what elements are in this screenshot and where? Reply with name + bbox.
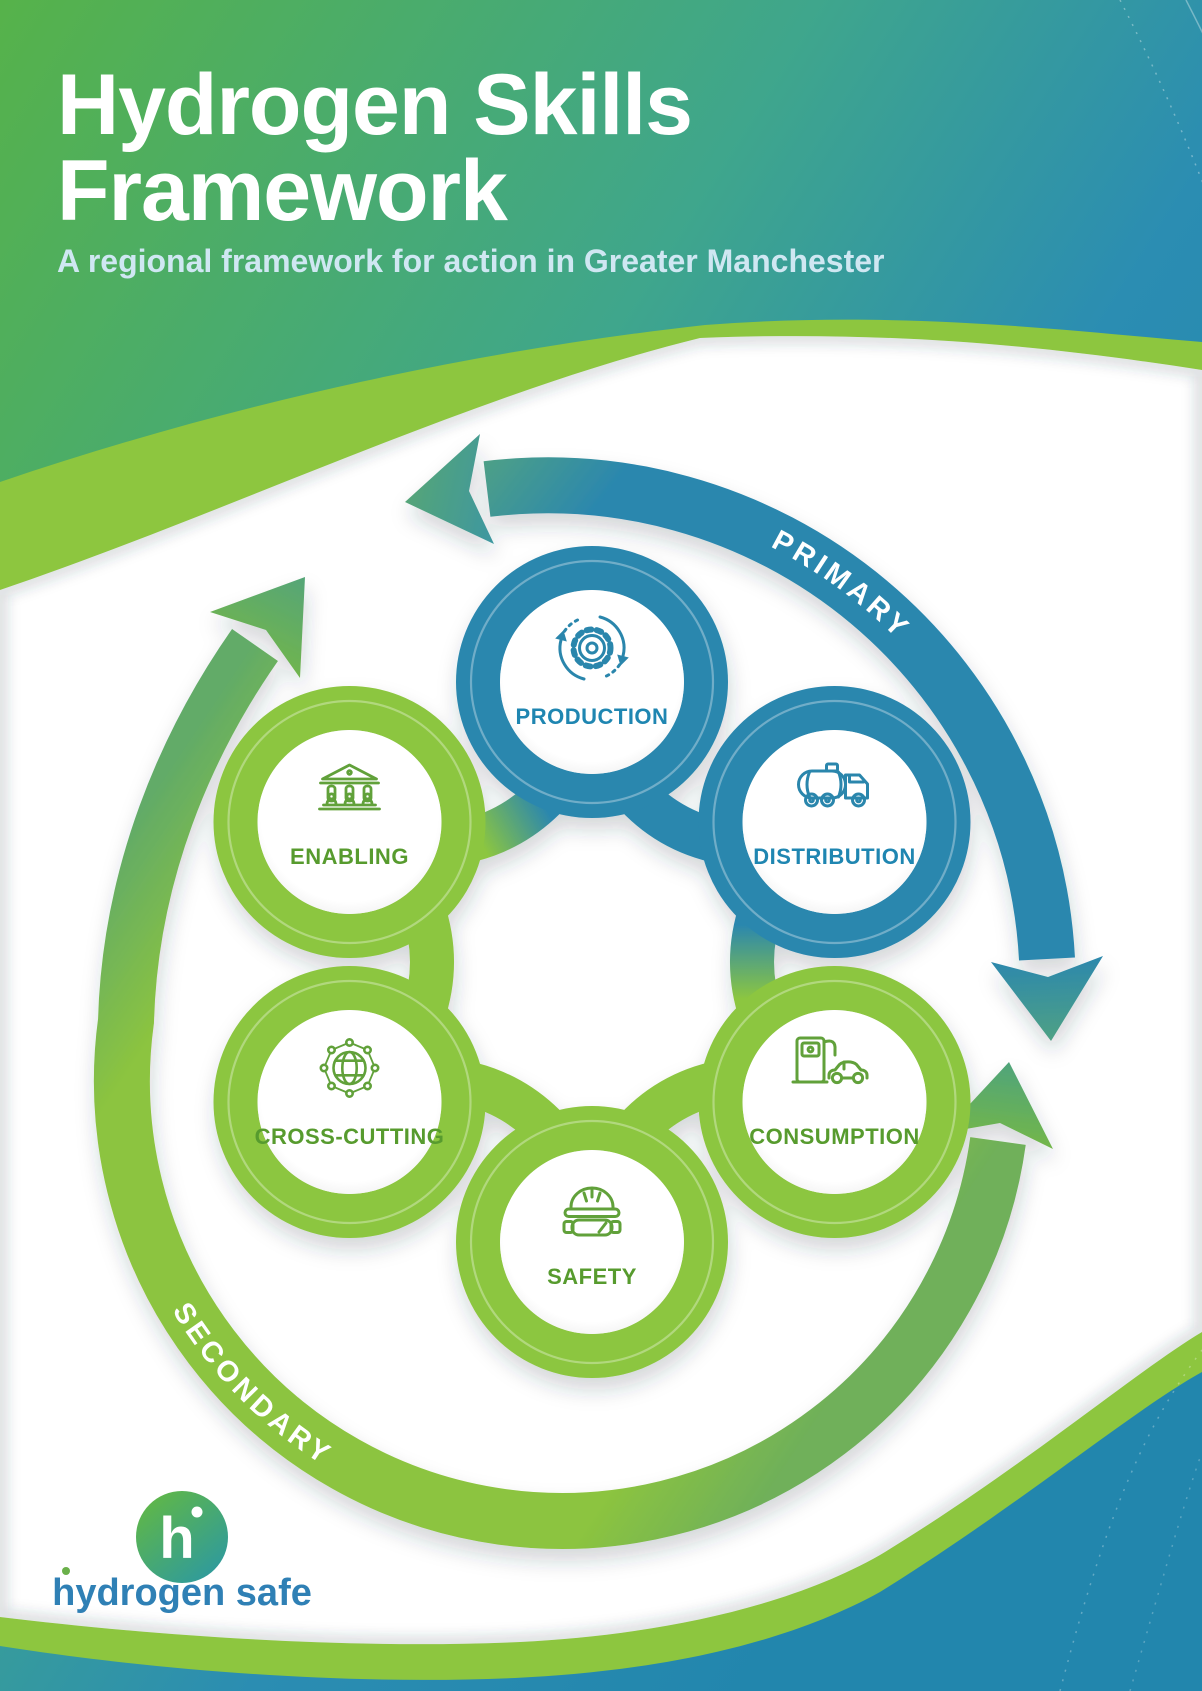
- logo-mark-circle: [136, 1491, 228, 1583]
- node-contents: PRODUCTION DISTRIBUTION: [255, 590, 927, 1334]
- ring-crosscutting: [213, 966, 486, 1238]
- node-rings: [213, 546, 971, 1378]
- logo-dot-icon: [191, 1506, 203, 1518]
- safety-disc: [500, 1150, 684, 1334]
- secondary-arrowhead-upleft-icon: [210, 577, 305, 678]
- crosscutting-label: CROSS-CUTTING: [255, 1124, 445, 1149]
- secondary-arrow-arc: [93, 577, 1053, 1550]
- primary-arrow-arc: [405, 434, 1103, 1041]
- node-safety: SAFETY: [500, 1150, 684, 1334]
- hard-hat-goggles-icon: [562, 1186, 622, 1237]
- node-enabling: ENABLING: [257, 730, 442, 914]
- enabling-disc: [257, 730, 442, 914]
- crosscutting-disc: [257, 1010, 442, 1194]
- safety-label: SAFETY: [547, 1264, 637, 1289]
- distribution-disc: [742, 730, 927, 914]
- ring-safety: [456, 1106, 728, 1378]
- secondary-arrowhead-up-icon: [943, 1062, 1053, 1149]
- node-production: PRODUCTION: [500, 590, 684, 774]
- primary-arrowhead-down-icon: [991, 956, 1103, 1041]
- ring-production: [456, 546, 728, 818]
- page-title-line2: Framework: [57, 143, 508, 239]
- fuel-station-car-icon: [791, 1036, 869, 1085]
- primary-arrowhead-left-icon: [405, 434, 494, 544]
- globe-network-icon: [319, 1037, 380, 1098]
- page-subtitle: A regional framework for action in Great…: [57, 243, 884, 279]
- framework-cycle-diagram: [93, 434, 1103, 1550]
- page-title-line1: Hydrogen Skills: [57, 57, 692, 153]
- node-crosscutting: CROSS-CUTTING: [255, 1010, 445, 1194]
- ring-distribution: [698, 686, 971, 958]
- ring-enabling: [213, 686, 486, 958]
- distribution-label: DISTRIBUTION: [753, 844, 915, 869]
- enabling-label: ENABLING: [290, 844, 409, 869]
- production-label: PRODUCTION: [516, 704, 669, 729]
- gear-cycle-icon: [555, 615, 629, 681]
- logo-text-dot-icon: [62, 1567, 70, 1575]
- consumption-label: CONSUMPTION: [749, 1124, 920, 1149]
- bank-columns-icon: [318, 763, 381, 811]
- header: Hydrogen Skills Framework A regional fra…: [57, 57, 884, 279]
- hydrogen-safe-logo: h hydrogen safe: [52, 1491, 312, 1614]
- ring-consumption: [698, 966, 971, 1238]
- consumption-disc: [742, 1010, 927, 1194]
- production-disc: [500, 590, 684, 774]
- logo-h-symbol: h: [159, 1506, 194, 1571]
- node-consumption: CONSUMPTION: [742, 1010, 927, 1194]
- logo-text: hydrogen safe: [52, 1572, 312, 1614]
- tanker-truck-icon: [797, 762, 869, 808]
- node-distribution: DISTRIBUTION: [742, 730, 927, 914]
